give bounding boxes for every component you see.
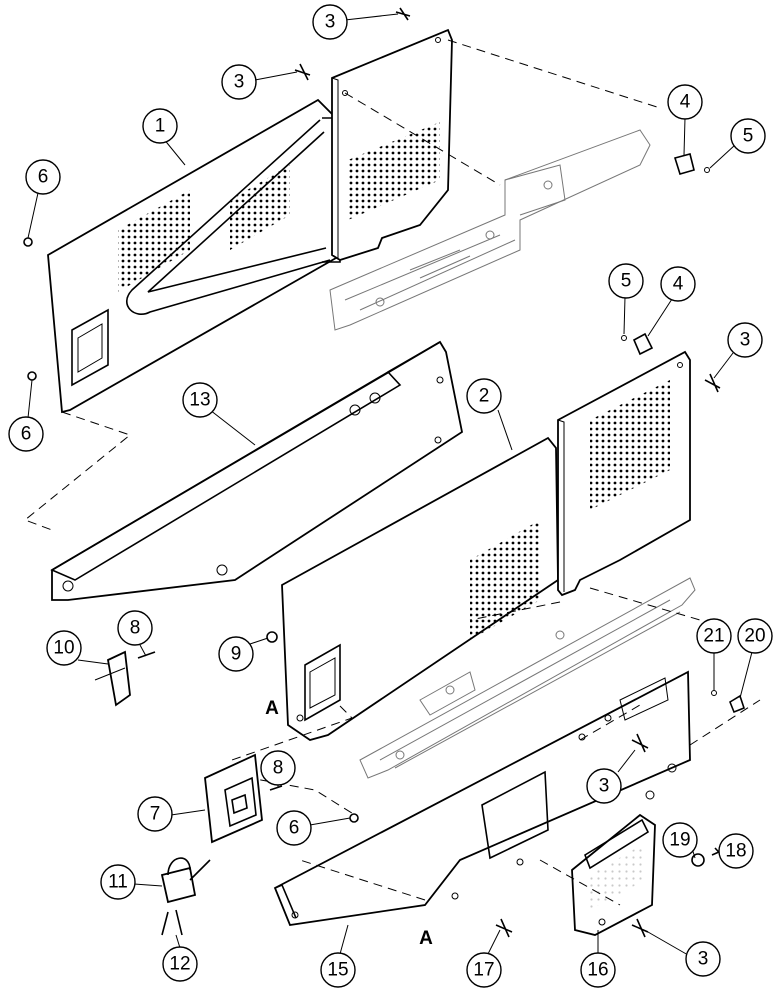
callout-11: 11 xyxy=(100,864,163,900)
callout-15: 15 xyxy=(320,924,356,988)
svg-text:1: 1 xyxy=(155,116,166,137)
callout-6-lower: 6 xyxy=(276,810,351,846)
svg-text:8: 8 xyxy=(273,758,284,779)
svg-text:16: 16 xyxy=(587,960,608,981)
callout-1: 1 xyxy=(142,108,186,166)
svg-text:19: 19 xyxy=(669,830,690,851)
svg-text:5: 5 xyxy=(621,271,632,292)
section-mark-a-upper: A xyxy=(265,698,279,719)
svg-text:4: 4 xyxy=(680,92,691,113)
svg-text:18: 18 xyxy=(725,841,746,862)
callout-18: 18 xyxy=(718,833,754,869)
callout-7: 7 xyxy=(137,796,206,832)
svg-text:3: 3 xyxy=(325,12,336,33)
svg-text:7: 7 xyxy=(150,804,161,825)
callout-3-bottom: 3 xyxy=(647,931,721,977)
callout-6-left: 6 xyxy=(8,379,44,452)
svg-text:15: 15 xyxy=(327,960,348,981)
svg-text:3: 3 xyxy=(698,949,709,970)
callout-8-lower: 8 xyxy=(260,750,296,788)
bottom-plate-15 xyxy=(273,670,691,926)
svg-text:21: 21 xyxy=(703,626,724,647)
callout-21: 21 xyxy=(696,618,732,690)
svg-text:12: 12 xyxy=(169,954,190,975)
callout-17: 17 xyxy=(466,929,502,988)
svg-text:6: 6 xyxy=(21,424,32,445)
lower-rear-hinged-panel xyxy=(557,350,691,597)
callout-2: 2 xyxy=(466,378,513,451)
svg-text:6: 6 xyxy=(289,818,300,839)
svg-text:3: 3 xyxy=(599,776,610,797)
callout-12: 12 xyxy=(162,934,198,982)
upper-rear-hinged-panel xyxy=(331,28,453,261)
svg-text:11: 11 xyxy=(108,872,128,893)
callout-8-upper: 8 xyxy=(117,610,153,657)
callout-9: 9 xyxy=(218,636,269,672)
upper-frame-bracket xyxy=(329,129,651,331)
svg-text:20: 20 xyxy=(744,626,765,647)
callout-3-top: 3 xyxy=(312,4,399,40)
callout-16: 16 xyxy=(580,930,616,988)
callout-13: 13 xyxy=(182,382,256,446)
lower-frame-bracket xyxy=(359,577,701,779)
svg-text:3: 3 xyxy=(234,72,245,93)
callout-5-upper: 5 xyxy=(709,118,766,169)
callout-5-middle: 5 xyxy=(608,263,644,335)
svg-text:8: 8 xyxy=(130,618,141,639)
svg-text:6: 6 xyxy=(38,167,49,188)
svg-text:9: 9 xyxy=(231,644,242,665)
section-mark-a-lower: A xyxy=(419,928,433,949)
callout-3-upper: 3 xyxy=(221,64,298,100)
upper-left-side-panel xyxy=(47,98,341,414)
svg-text:13: 13 xyxy=(189,390,210,411)
hardware-screws xyxy=(23,7,745,938)
callout-4-upper: 4 xyxy=(667,84,703,156)
callout-4-middle: 4 xyxy=(647,266,696,337)
svg-text:2: 2 xyxy=(479,386,490,407)
callout-6-upper: 6 xyxy=(25,159,61,239)
angle-rail-13 xyxy=(50,340,464,601)
callout-10: 10 xyxy=(46,630,109,666)
svg-text:4: 4 xyxy=(673,274,684,295)
svg-text:10: 10 xyxy=(53,638,74,659)
svg-text:3: 3 xyxy=(740,330,751,351)
callout-20: 20 xyxy=(737,618,773,699)
access-cover-16 xyxy=(571,813,656,936)
callout-3-right: 3 xyxy=(713,322,763,379)
svg-text:17: 17 xyxy=(473,960,494,981)
svg-text:5: 5 xyxy=(743,126,754,147)
callout-19: 19 xyxy=(662,822,698,859)
callout-3-lower-mid: 3 xyxy=(586,749,636,804)
